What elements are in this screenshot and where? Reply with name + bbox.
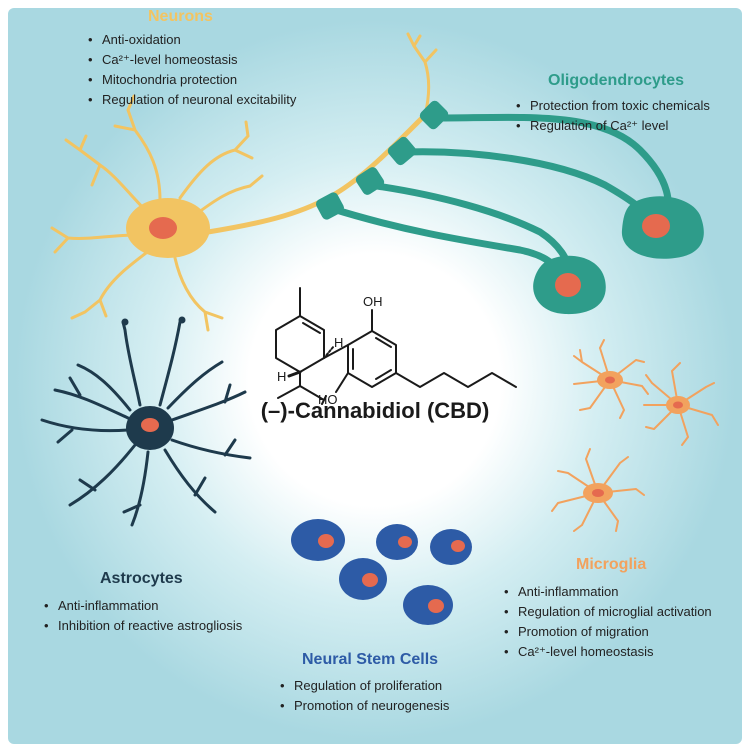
pentyl-chain xyxy=(395,372,517,388)
neurons-title: Neurons xyxy=(148,8,213,25)
oligodendrocyte-cells xyxy=(316,100,704,315)
cbd-structure: OH HO H H xyxy=(275,287,517,407)
neural-stem-cells-panel: Neural Stem Cells Regulation of prolifer… xyxy=(278,651,449,716)
aromatic-double-bonds xyxy=(352,337,392,380)
list-item: Mitochondria protection xyxy=(86,70,296,90)
list-item: Regulation of microglial activation xyxy=(502,602,712,622)
list-item: Ca²⁺-level homeostasis xyxy=(502,642,712,662)
microglia-title: Microglia xyxy=(576,556,647,573)
microglia-nucleus xyxy=(592,489,604,497)
stem-cell-nucleus xyxy=(428,599,444,613)
astrocytes-title: Astrocytes xyxy=(100,570,183,587)
oligo-process xyxy=(366,181,574,276)
list-item: Promotion of neurogenesis xyxy=(278,696,449,716)
astrocyte-endfoot xyxy=(178,316,186,324)
ring-link-bond xyxy=(323,344,349,359)
astrocyte-endfoot xyxy=(121,318,129,326)
astrocytes-panel: Astrocytes Anti-inflammationInhibition o… xyxy=(42,570,242,636)
neural-stem-cells xyxy=(291,519,472,625)
oligodendrocytes-panel: Oligodendrocytes Protection from toxic c… xyxy=(514,72,710,136)
list-item: Anti-inflammation xyxy=(502,582,712,602)
myelin-sheath xyxy=(387,136,417,166)
oligo-nucleus xyxy=(642,214,670,238)
stem-cell-body xyxy=(430,529,472,565)
molecule-name: (–)-Cannabidiol (CBD) xyxy=(260,398,490,423)
microglia-cells xyxy=(551,339,719,532)
microglia-cell xyxy=(551,448,645,532)
oligo-nucleus xyxy=(555,273,581,297)
astrocytes-list: Anti-inflammationInhibition of reactive … xyxy=(42,596,242,636)
stem-cell-nucleus xyxy=(318,534,334,548)
stem-cell-nucleus xyxy=(451,540,465,552)
stereo-h-bond xyxy=(323,345,335,359)
stem-cell-body xyxy=(376,524,418,560)
neuron-dendrites xyxy=(50,94,264,332)
astrocyte-nucleus xyxy=(141,418,159,432)
microglia-nucleus xyxy=(605,376,615,384)
stem-cell xyxy=(376,524,418,560)
h-lower-label: H xyxy=(277,369,286,384)
microglia-cell xyxy=(643,362,719,446)
myelin-sheath xyxy=(316,192,344,220)
oligodendrocytes-list: Protection from toxic chemicalsRegulatio… xyxy=(514,96,710,136)
ring-double-bond xyxy=(302,322,321,334)
stem-cell xyxy=(339,558,387,600)
stem-cell-nucleus xyxy=(362,573,378,587)
myelin-sheaths xyxy=(316,100,449,220)
isopropenyl-group xyxy=(277,371,327,405)
myelin-sheath xyxy=(419,100,449,130)
myelin-sheath xyxy=(355,167,385,195)
astrocyte-cell xyxy=(40,316,252,527)
list-item: Anti-inflammation xyxy=(42,596,242,616)
astrocyte-processes xyxy=(40,320,252,527)
list-item: Regulation of Ca²⁺ level xyxy=(514,116,710,136)
oh-bond-bottom xyxy=(335,372,349,393)
list-item: Regulation of proliferation xyxy=(278,676,449,696)
stem-cell xyxy=(430,529,472,565)
neural-stem-cells-title: Neural Stem Cells xyxy=(302,651,439,668)
stem-cell-body xyxy=(291,519,345,561)
neuron-axon-terminal xyxy=(406,32,438,117)
list-item: Promotion of migration xyxy=(502,622,712,642)
oh-top-label: OH xyxy=(363,294,383,309)
stem-cell-nucleus xyxy=(398,536,412,548)
background-panel xyxy=(8,8,742,744)
list-item: Inhibition of reactive astrogliosis xyxy=(42,616,242,636)
stem-cell xyxy=(291,519,345,561)
neurons-panel: Neurons Anti-oxidationCa²⁺-level homeost… xyxy=(86,8,296,110)
stem-cell xyxy=(403,585,453,625)
list-item: Anti-oxidation xyxy=(86,30,296,50)
stem-cell-body xyxy=(403,585,453,625)
neural-stem-cells-list: Regulation of proliferationPromotion of … xyxy=(278,676,449,716)
neurons-list: Anti-oxidationCa²⁺-level homeostasisMito… xyxy=(86,30,296,110)
oligodendrocytes-title: Oligodendrocytes xyxy=(548,72,685,89)
microglia-cell xyxy=(573,339,649,419)
h-upper-label: H xyxy=(334,335,343,350)
oh-bottom-label: HO xyxy=(318,392,338,407)
microglia-nucleus xyxy=(673,401,683,409)
list-item: Protection from toxic chemicals xyxy=(514,96,710,116)
microglia-list: Anti-inflammationRegulation of microglia… xyxy=(502,582,712,662)
list-item: Ca²⁺-level homeostasis xyxy=(86,50,296,70)
neuron-nucleus xyxy=(149,217,177,239)
list-item: Regulation of neuronal excitability xyxy=(86,90,296,110)
stereo-h-wedge xyxy=(287,370,302,378)
microglia-panel: Microglia Anti-inflammationRegulation of… xyxy=(502,556,712,662)
